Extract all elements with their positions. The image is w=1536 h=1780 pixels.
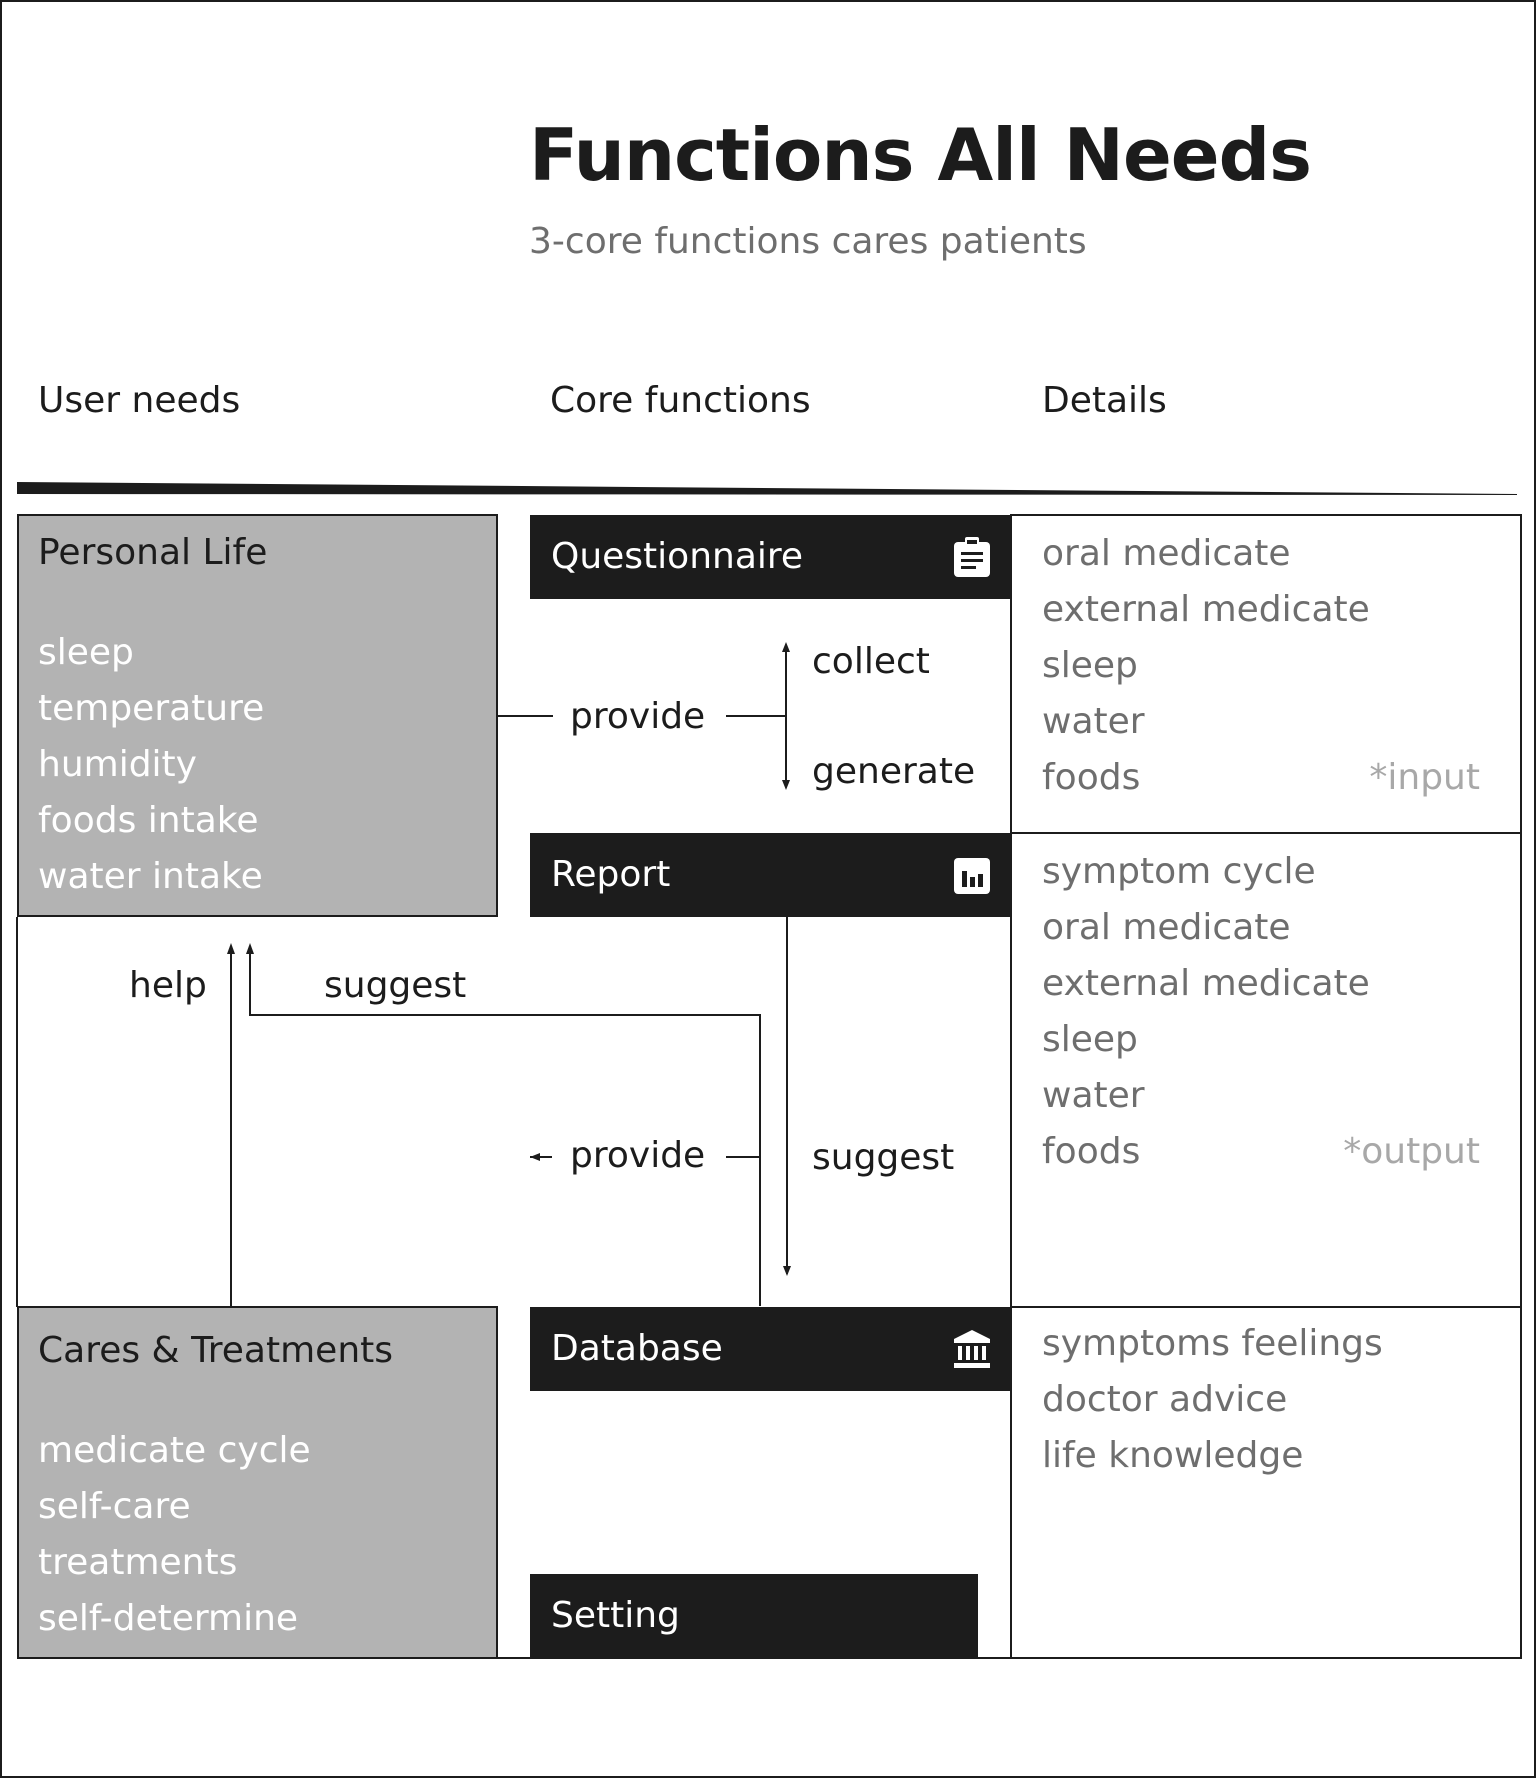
detail-item: doctor advice [1042, 1379, 1288, 1420]
arrow-head-left [530, 1153, 540, 1161]
clipboard-icon [954, 537, 990, 577]
bank-icon [954, 1330, 990, 1368]
detail-item: external medicate [1042, 963, 1370, 1004]
detail-item: foods [1042, 1131, 1141, 1172]
core-function-label: Questionnaire [551, 536, 804, 577]
detail-item: symptom cycle [1042, 851, 1316, 892]
core-function-database: Database [530, 1307, 1011, 1391]
user-need-item: self-determine [38, 1598, 299, 1639]
user-need-item: water intake [38, 856, 263, 897]
detail-tag-input: *input [1369, 757, 1480, 798]
column-header-details: Details [1042, 380, 1167, 421]
core-function-label: Setting [551, 1595, 680, 1636]
user-need-personal-life: Personal Life sleep temperature humidity… [17, 514, 498, 917]
core-function-label: Report [551, 854, 671, 895]
user-need-item: foods intake [38, 800, 259, 841]
flow-label-collect: collect [812, 641, 930, 682]
page-title: Functions All Needs [529, 113, 1312, 197]
flow-label-generate: generate [812, 751, 976, 792]
detail-item: water [1042, 701, 1145, 742]
bar-chart-icon [954, 858, 990, 894]
user-need-item: treatments [38, 1542, 238, 1583]
detail-item: foods [1042, 757, 1141, 798]
detail-item: sleep [1042, 1019, 1138, 1060]
core-function-setting: Setting [530, 1574, 978, 1658]
page-subtitle: 3-core functions cares patients [529, 221, 1087, 262]
flow-label-provide: provide [570, 696, 706, 737]
detail-item: sleep [1042, 645, 1138, 686]
arrow-head-down [782, 780, 790, 790]
suggest-arrow-line [249, 950, 761, 1306]
user-need-item: humidity [38, 744, 197, 785]
arrow-head-up [227, 943, 235, 954]
detail-item: oral medicate [1042, 533, 1291, 574]
core-function-label: Database [551, 1328, 723, 1369]
detail-item: life knowledge [1042, 1435, 1304, 1476]
header-divider [17, 482, 1517, 495]
detail-item: symptoms feelings [1042, 1323, 1383, 1364]
arrow-head-up [246, 943, 254, 954]
user-need-cares-treatments: Cares & Treatments medicate cycle self-c… [17, 1306, 498, 1659]
detail-item: oral medicate [1042, 907, 1291, 948]
details-frame [1010, 514, 1522, 1659]
arrow-head-down [783, 1266, 791, 1276]
detail-tag-output: *output [1343, 1131, 1480, 1172]
detail-item: water [1042, 1075, 1145, 1116]
user-need-item: medicate cycle [38, 1430, 311, 1471]
flow-label-provide: provide [570, 1135, 706, 1176]
flow-label-suggest: suggest [812, 1137, 955, 1178]
core-function-questionnaire: Questionnaire [530, 515, 1011, 599]
user-need-item: sleep [38, 632, 134, 673]
column-header-user-needs: User needs [38, 380, 241, 421]
arrow-head-up [782, 642, 790, 652]
column-header-core-functions: Core functions [550, 380, 811, 421]
flow-label-suggest: suggest [324, 965, 467, 1006]
detail-item: external medicate [1042, 589, 1370, 630]
user-need-title: Cares & Treatments [38, 1330, 394, 1371]
user-need-item: temperature [38, 688, 265, 729]
core-function-report: Report [530, 833, 1011, 917]
flow-label-help: help [129, 965, 207, 1006]
user-need-item: self-care [38, 1486, 191, 1527]
user-need-title: Personal Life [38, 532, 268, 573]
